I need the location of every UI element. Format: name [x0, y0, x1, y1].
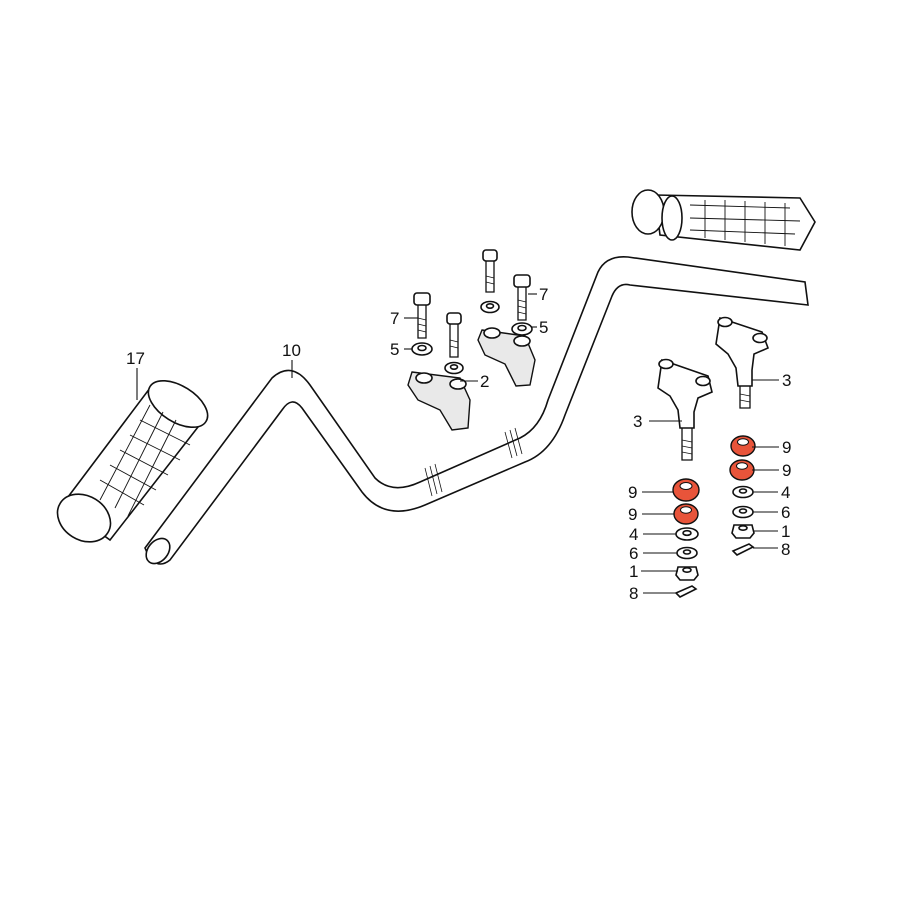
washer-right-b[interactable] — [511, 322, 533, 336]
callout-right-cushion-b: 9 — [782, 461, 791, 480]
handlebar[interactable] — [141, 255, 809, 568]
washer-left-a[interactable] — [411, 342, 433, 356]
right-cushion-a[interactable] — [730, 435, 756, 457]
left-cushion-a[interactable] — [672, 478, 700, 502]
left-washer-4[interactable] — [675, 527, 699, 541]
lower-holder-right[interactable] — [715, 316, 770, 409]
callout-left-washer-4: 4 — [629, 525, 638, 544]
callout-left-cushion-b: 9 — [628, 505, 637, 524]
right-pin-8[interactable] — [731, 543, 755, 556]
left-washer-6[interactable] — [676, 546, 698, 560]
callout-grip-left: 17 — [126, 349, 145, 368]
washer-left-b[interactable] — [444, 361, 464, 375]
callout-right-washer-4: 4 — [781, 483, 790, 502]
right-grip[interactable] — [631, 189, 816, 251]
bolt-right-b[interactable] — [513, 274, 531, 321]
leader-lines — [136, 293, 779, 594]
left-cushion-b[interactable] — [673, 503, 699, 525]
callout-washer-right: 5 — [539, 318, 548, 337]
callout-right-pin-8: 8 — [781, 540, 790, 559]
bolt-left-a[interactable] — [413, 292, 431, 339]
upper-holder-right[interactable] — [477, 327, 536, 387]
callout-lower-holder-left: 3 — [633, 412, 642, 431]
bolt-right-a[interactable] — [482, 249, 498, 293]
callout-washer-left: 5 — [390, 340, 399, 359]
callout-upper-holder: 2 — [480, 372, 489, 391]
right-washer-6[interactable] — [732, 505, 754, 519]
right-cushion-b[interactable] — [729, 459, 755, 481]
callout-left-washer-6: 6 — [629, 544, 638, 563]
callout-left-cushion-a: 9 — [628, 483, 637, 502]
callout-lower-holder-right: 3 — [782, 371, 791, 390]
right-nut-1[interactable] — [731, 524, 755, 539]
callout-right-cushion-a: 9 — [782, 438, 791, 457]
callout-bolt-right: 7 — [539, 285, 548, 304]
right-washer-4[interactable] — [732, 485, 754, 499]
bolt-left-b[interactable] — [446, 312, 462, 358]
lower-holder-left[interactable] — [657, 358, 713, 461]
left-pin-8[interactable] — [674, 585, 698, 598]
callout-left-pin-8: 8 — [629, 584, 638, 603]
washer-right-a[interactable] — [480, 300, 500, 314]
callout-right-nut-1: 1 — [781, 522, 790, 541]
left-grip[interactable] — [49, 371, 216, 551]
callout-bolt-left: 7 — [390, 309, 399, 328]
left-nut-1[interactable] — [675, 566, 699, 581]
callout-handlebar: 10 — [282, 341, 301, 360]
callout-right-washer-6: 6 — [781, 503, 790, 522]
callout-left-nut-1: 1 — [629, 562, 638, 581]
